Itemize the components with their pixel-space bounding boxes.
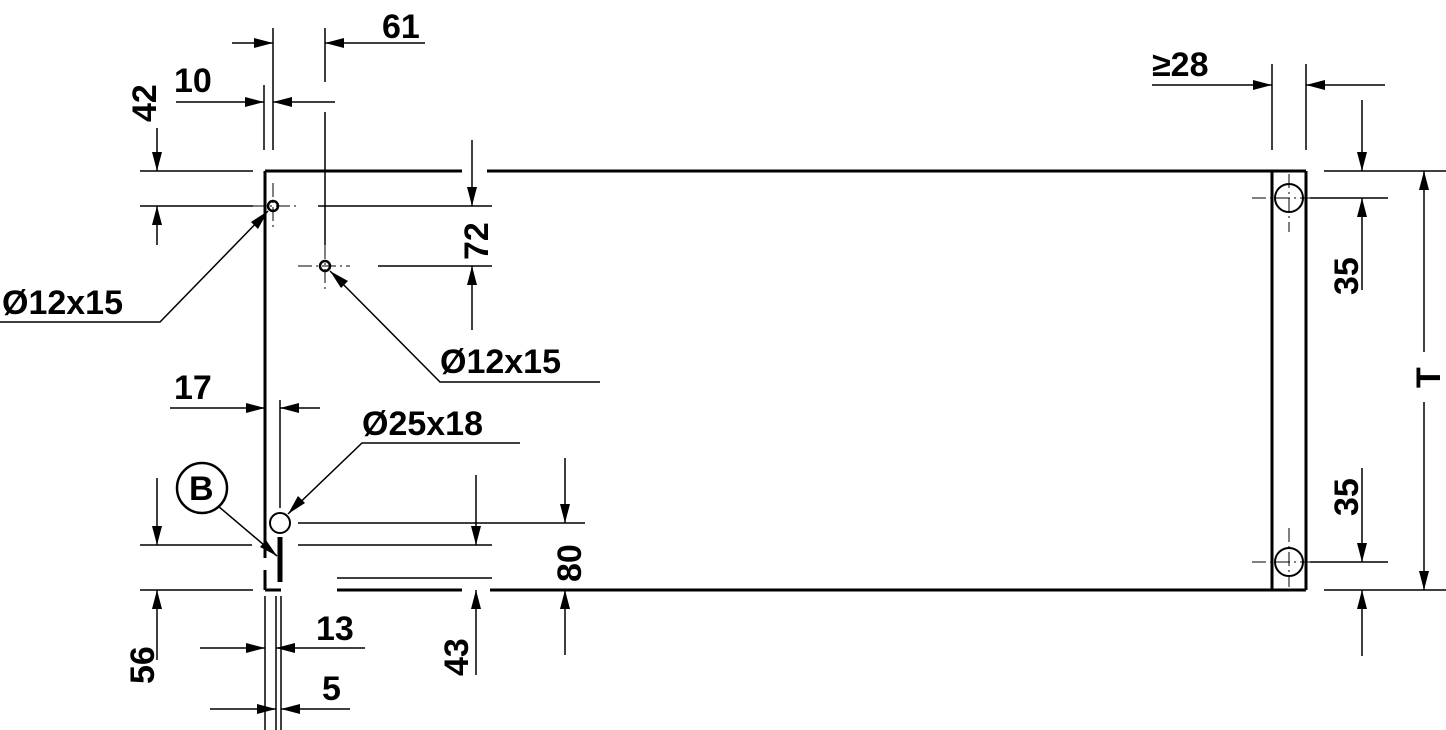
- leader-hole-large: Ø25x18: [287, 405, 520, 515]
- hole-large-label: Ø25x18: [362, 405, 483, 443]
- dimension-35-top-label: 35: [1328, 257, 1366, 295]
- dimension-80-label: 80: [551, 544, 589, 582]
- dimension-17: 17: [170, 369, 320, 508]
- dimension-72-label: 72: [458, 222, 496, 260]
- dimension-42-label: 42: [126, 84, 164, 122]
- dimension-13-label: 13: [316, 610, 354, 648]
- marker-b-label: B: [189, 470, 214, 508]
- dimension-17-label: 17: [174, 369, 212, 407]
- hole-small-inner: [298, 245, 350, 292]
- hole-right-top: [1252, 174, 1324, 232]
- dimension-t: T: [1410, 171, 1446, 590]
- dimension-10: 10: [174, 28, 335, 150]
- dimension-56: 56: [124, 478, 253, 684]
- dimension-5: 5: [210, 596, 350, 730]
- dimension-5-label: 5: [322, 670, 341, 708]
- dimension-t-label: T: [1410, 367, 1446, 388]
- dimension-61: 61: [232, 8, 425, 245]
- panel-outline: [263, 169, 1308, 592]
- leader-hole-top-left: Ø12x15: [0, 210, 269, 323]
- hole-inner-label: Ø12x15: [440, 343, 561, 381]
- dimension-13: 13: [200, 596, 365, 730]
- dimension-ge28: ≥28: [1152, 46, 1385, 150]
- dimension-43: 43: [298, 475, 492, 676]
- dimension-80: 80: [298, 458, 589, 655]
- dimension-ge28-label: ≥28: [1152, 46, 1208, 84]
- dimension-42: 42: [126, 84, 253, 245]
- dimension-56-label: 56: [124, 646, 162, 684]
- leader-hole-inner: Ø12x15: [329, 270, 600, 383]
- dimension-35-bottom-label: 35: [1328, 478, 1366, 516]
- dimension-72: 72: [318, 140, 496, 330]
- hole-large: [269, 512, 291, 534]
- dimension-43-label: 43: [438, 638, 476, 676]
- dimension-35-top: 35: [1310, 100, 1446, 295]
- hole-right-bottom: [1252, 528, 1324, 587]
- dimension-35-bottom: 35: [1310, 468, 1446, 656]
- dimension-10-label: 10: [174, 62, 212, 100]
- marker-b: B: [175, 461, 278, 557]
- dimension-61-label: 61: [382, 8, 420, 46]
- hole-top-left-label: Ø12x15: [2, 284, 123, 322]
